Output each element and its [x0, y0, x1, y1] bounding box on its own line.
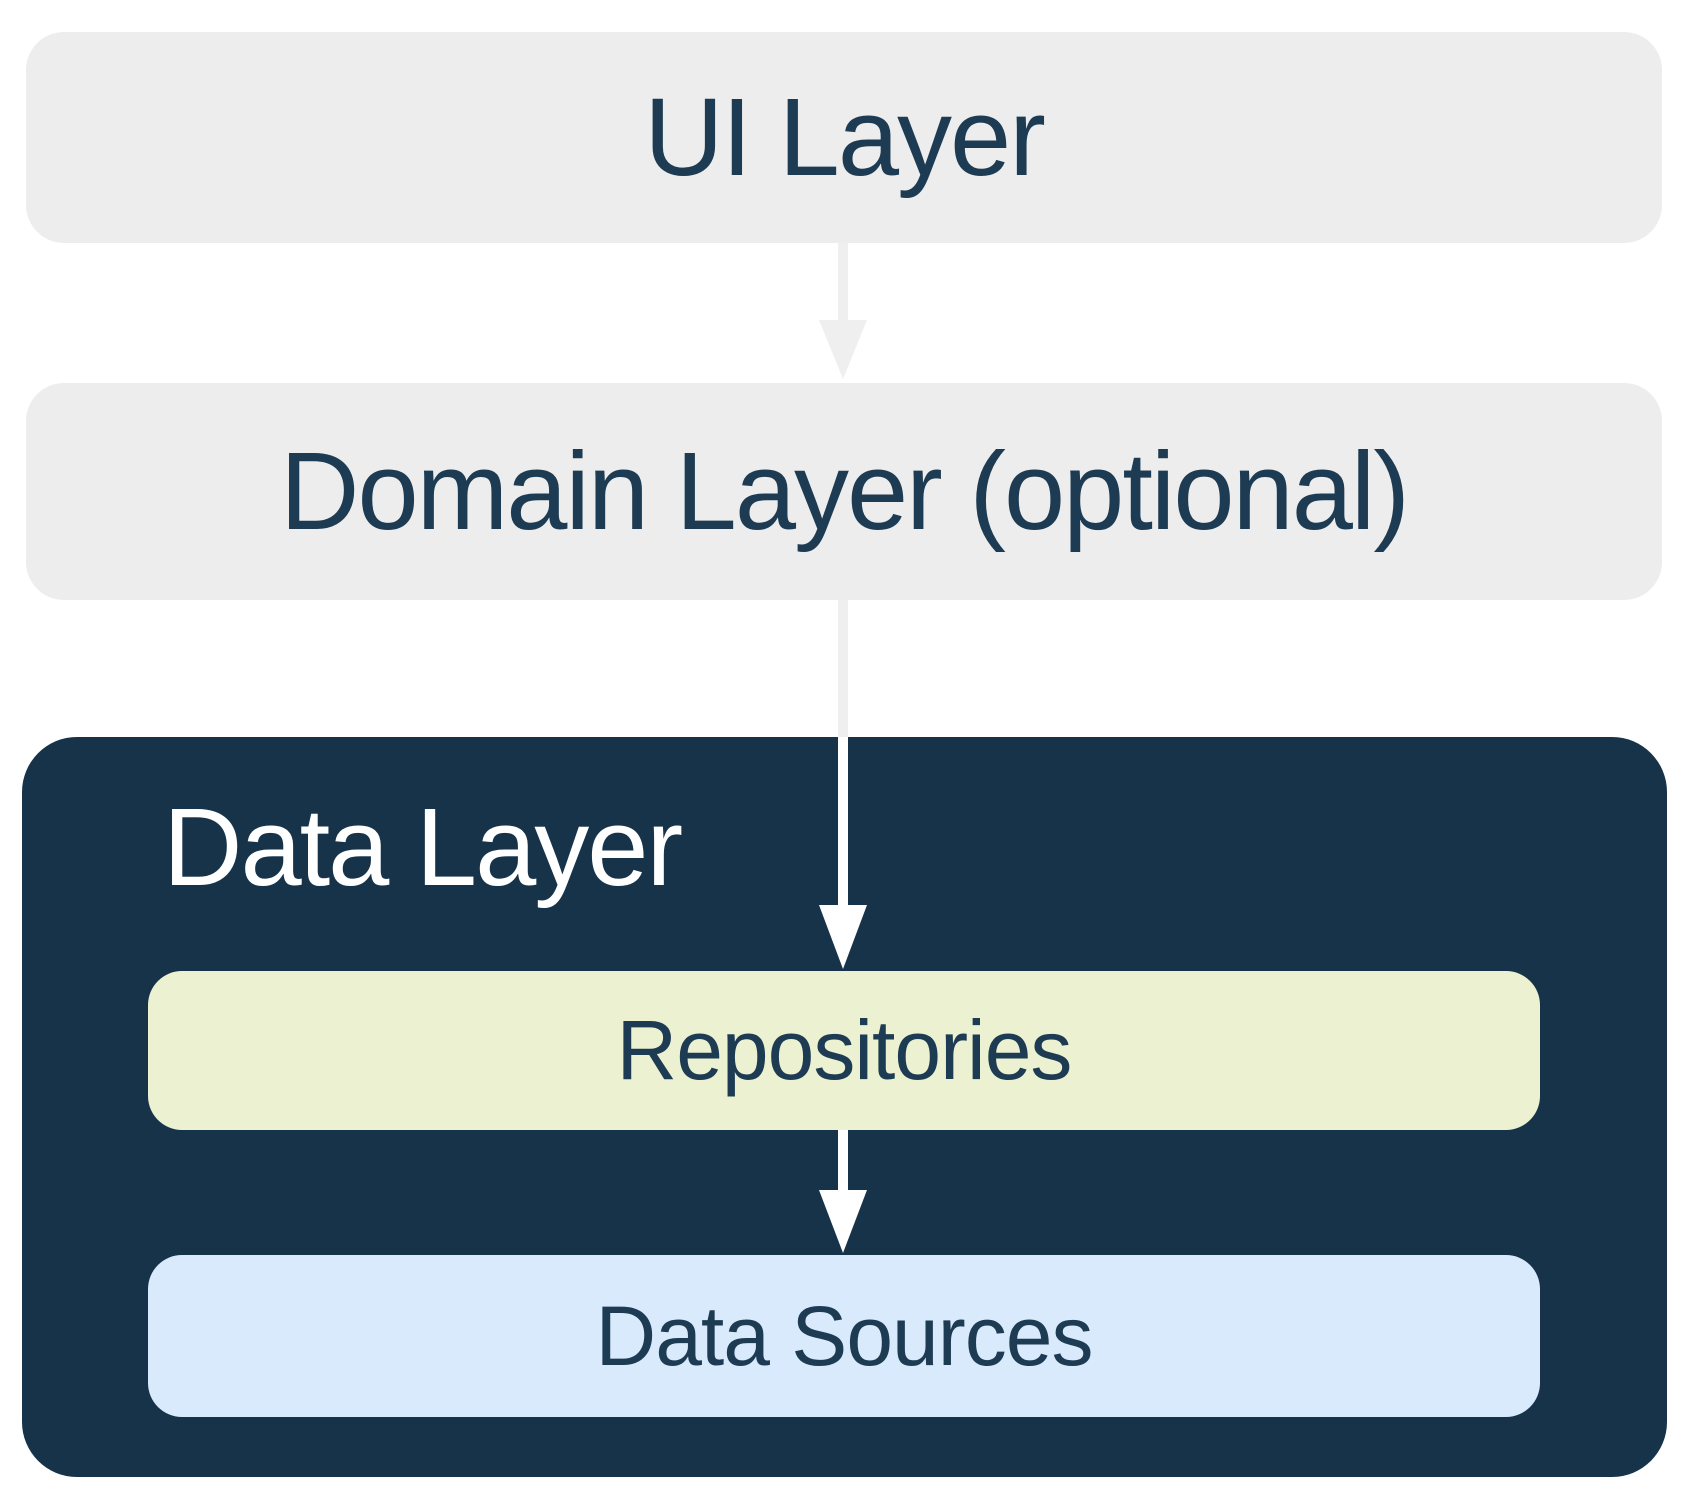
repositories-box: Repositories — [148, 971, 1540, 1130]
data-sources-label: Data Sources — [595, 1288, 1094, 1383]
data-sources-box: Data Sources — [148, 1255, 1540, 1417]
down-arrow-icon-repositories-to-data-sources — [819, 1130, 867, 1253]
down-arrow-icon-domain-to-repositories — [819, 600, 867, 969]
ui-layer-label: UI Layer — [644, 76, 1046, 199]
ui-layer-box: UI Layer — [26, 32, 1662, 243]
domain-layer-box: Domain Layer (optional) — [26, 383, 1662, 600]
data-layer-label: Data Layer — [163, 786, 683, 909]
repositories-label: Repositories — [616, 1003, 1073, 1097]
down-arrow-icon-ui-to-domain — [819, 243, 867, 379]
domain-layer-label: Domain Layer (optional) — [280, 430, 1410, 553]
